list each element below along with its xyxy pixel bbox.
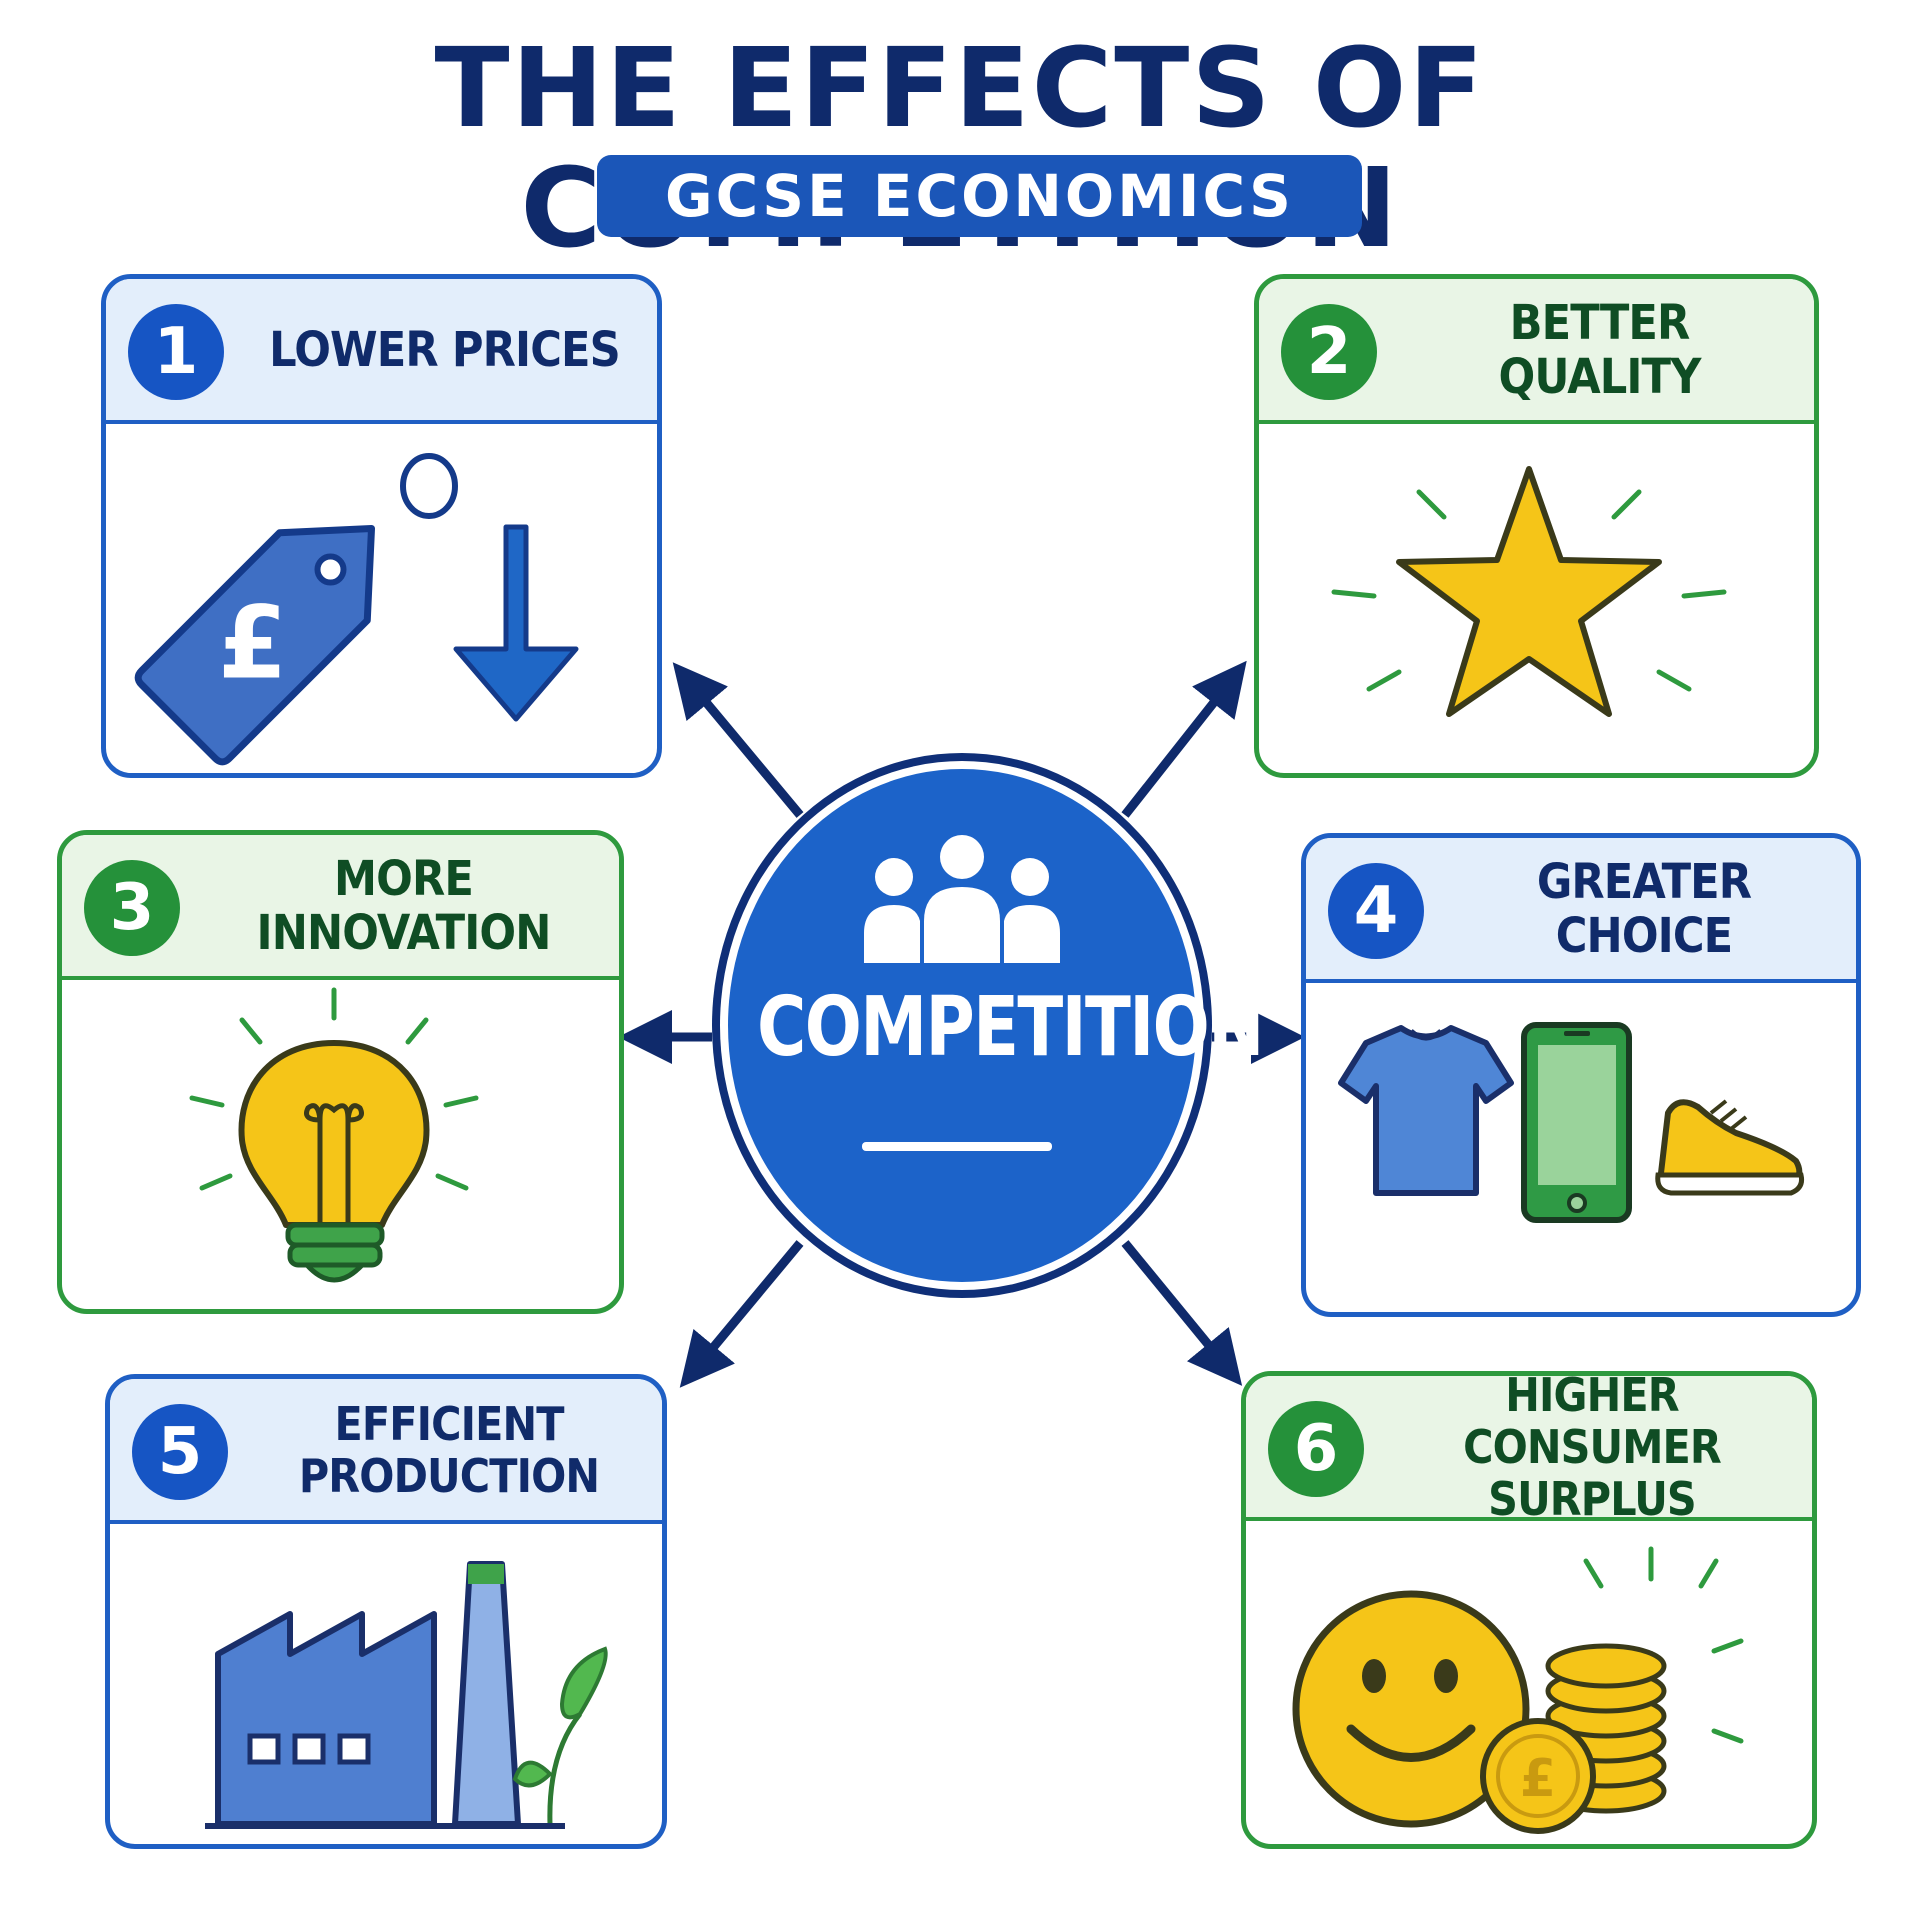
effect-card-header: 4 GREATER CHOICE: [1306, 838, 1856, 983]
arrow-to-lower-prices: [672, 662, 804, 818]
effect-number-badge: 3: [84, 860, 180, 956]
effect-card-better-quality: 2 BETTER QUALITY: [1254, 274, 1819, 778]
effect-card-header: 2 BETTER QUALITY: [1259, 279, 1814, 424]
effect-number-badge: 5: [132, 1404, 228, 1500]
svg-text:£: £: [1520, 1749, 1556, 1809]
subtitle-badge: GCSE ECONOMICS: [597, 155, 1362, 237]
effect-label: HIGHER CONSUMER SURPLUS: [1463, 1371, 1722, 1526]
effect-label: LOWER PRICES: [269, 321, 621, 378]
effect-card-header: 1 LOWER PRICES: [106, 279, 657, 424]
effect-label: MORE INNOVATION: [256, 850, 552, 961]
smiley-and-pound-coins-icon: £: [1292, 1546, 1744, 1834]
effect-card-higher-consumer-surplus: 6 HIGHER CONSUMER SURPLUS £: [1241, 1371, 1817, 1849]
tshirt-phone-shoe-icons: [1338, 1022, 1804, 1223]
effect-number-badge: 2: [1281, 304, 1377, 400]
effect-label: EFFICIENT PRODUCTION: [298, 1396, 600, 1503]
arrow-to-efficient-production: [679, 1240, 804, 1388]
effect-card-header: 6 HIGHER CONSUMER SURPLUS: [1246, 1371, 1812, 1526]
effect-card-lower-prices: 1 LOWER PRICES £: [101, 274, 662, 778]
effect-card-greater-choice: 4 GREATER CHOICE: [1301, 833, 1861, 1317]
effect-card-header: 5 EFFICIENT PRODUCTION: [110, 1379, 662, 1524]
svg-text:£: £: [218, 584, 288, 701]
people-group-icon: [864, 835, 1060, 963]
effect-number-badge: 6: [1268, 1401, 1364, 1497]
effect-label: BETTER QUALITY: [1498, 294, 1702, 405]
star-icon: [1331, 466, 1727, 717]
effect-card-more-innovation: 3 MORE INNOVATION: [57, 830, 624, 1314]
arrow-to-higher-consumer-surplus: [1121, 1240, 1243, 1386]
effect-number-badge: 1: [128, 304, 224, 400]
effect-number-badge: 4: [1328, 863, 1424, 959]
effect-label: GREATER CHOICE: [1536, 853, 1752, 964]
competition-hub: COMPETITION: [712, 753, 1264, 1298]
competition-label: COMPETITION: [757, 980, 1264, 1075]
lightbulb-icon: [189, 987, 479, 1283]
competition-underline: [862, 1142, 1052, 1151]
pound-price-tag-with-down-arrow-icon: £: [134, 453, 579, 766]
factory-with-leaf-icon: [205, 1561, 608, 1829]
effect-card-efficient-production: 5 EFFICIENT PRODUCTION: [105, 1374, 667, 1849]
effect-card-header: 3 MORE INNOVATION: [62, 835, 619, 980]
arrow-to-better-quality: [1121, 660, 1247, 818]
